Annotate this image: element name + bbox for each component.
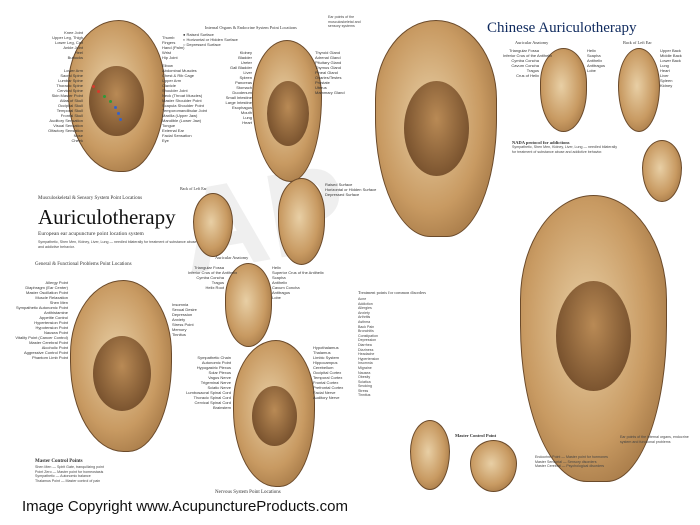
- master-control-small-ear-image: [410, 420, 450, 490]
- page-subtitle: European ear acupuncture point location …: [38, 231, 144, 237]
- chinese-back-ear-image: [618, 48, 660, 132]
- intro-text: Sympathetic, Shen Men, Kidney, Liver, Lu…: [38, 240, 197, 249]
- left-legend: ● Raised Surface◐ Horizontal or Hidden S…: [183, 32, 238, 47]
- chinese-big-ear-panel: Ear points of the musculoskeletal and se…: [328, 15, 510, 250]
- master-control-right-title: Master Control Point: [455, 433, 497, 438]
- page-title: Auriculotherapy: [38, 205, 176, 229]
- chinese-anatomy-ear-image: [540, 48, 587, 132]
- auricular-anatomy-ear-image: [225, 263, 272, 347]
- chinese-title: Chinese Auriculotherapy: [487, 20, 637, 36]
- chinese-anatomy-panel: Auricular Anatomy Back of Left Ear Trian…: [503, 40, 695, 135]
- musculoskeletal-ear-image: [68, 20, 165, 172]
- main-title-block: Auriculotherapy European ear acupuncture…: [38, 205, 198, 262]
- right-back-ear-image: [642, 140, 682, 202]
- footer-notes-left: Shen Men — Spirit Gate, tranquilizing po…: [35, 465, 104, 483]
- general-ear-image: [70, 280, 172, 452]
- nada-panel: NADA protocol for addictions Sympathetic…: [512, 140, 618, 154]
- general-functional-panel: General & Functional Problems Point Loca…: [0, 262, 245, 487]
- chinese-organ-ear-image: [520, 195, 667, 482]
- footer-notes-right: Endocrine Point — Master point for hormo…: [535, 455, 608, 469]
- master-control-left-title: Master Control Points: [35, 459, 83, 464]
- treatment-panel: Treatment points for common disorders Ac…: [358, 290, 503, 420]
- anatomy-ear-image: [278, 178, 325, 265]
- back-of-ear-small-title: Back of Left Ear: [180, 186, 207, 191]
- chinese-organ-ear-caption: Ear points of the internal organs, endoc…: [620, 435, 689, 444]
- internal-organs-panel: Internal Organs & Endocrine System Point…: [200, 0, 345, 200]
- chinese-big-ear-image: [375, 20, 497, 237]
- chinese-organ-ear-panel: Ear points of the internal organs, endoc…: [505, 195, 695, 490]
- internal-organs-title: Internal Organs & Endocrine System Point…: [205, 25, 297, 30]
- copyright-text: Image Copyright www.AcupunctureProducts.…: [22, 498, 348, 515]
- general-functional-title: General & Functional Problems Point Loca…: [35, 262, 132, 267]
- back-of-ear-small-image: [193, 193, 233, 257]
- nervous-system-title: Nervous System Point Locations: [215, 490, 281, 495]
- internal-organs-ear-image: [252, 40, 322, 182]
- musculoskeletal-title: Musculoskeletal & Sensory System Point L…: [38, 196, 143, 201]
- nervous-ear-image: [233, 340, 315, 487]
- chinese-big-ear-caption-top: Ear points of the musculoskeletal and se…: [328, 15, 361, 29]
- master-control-right-ear-image: [470, 440, 517, 492]
